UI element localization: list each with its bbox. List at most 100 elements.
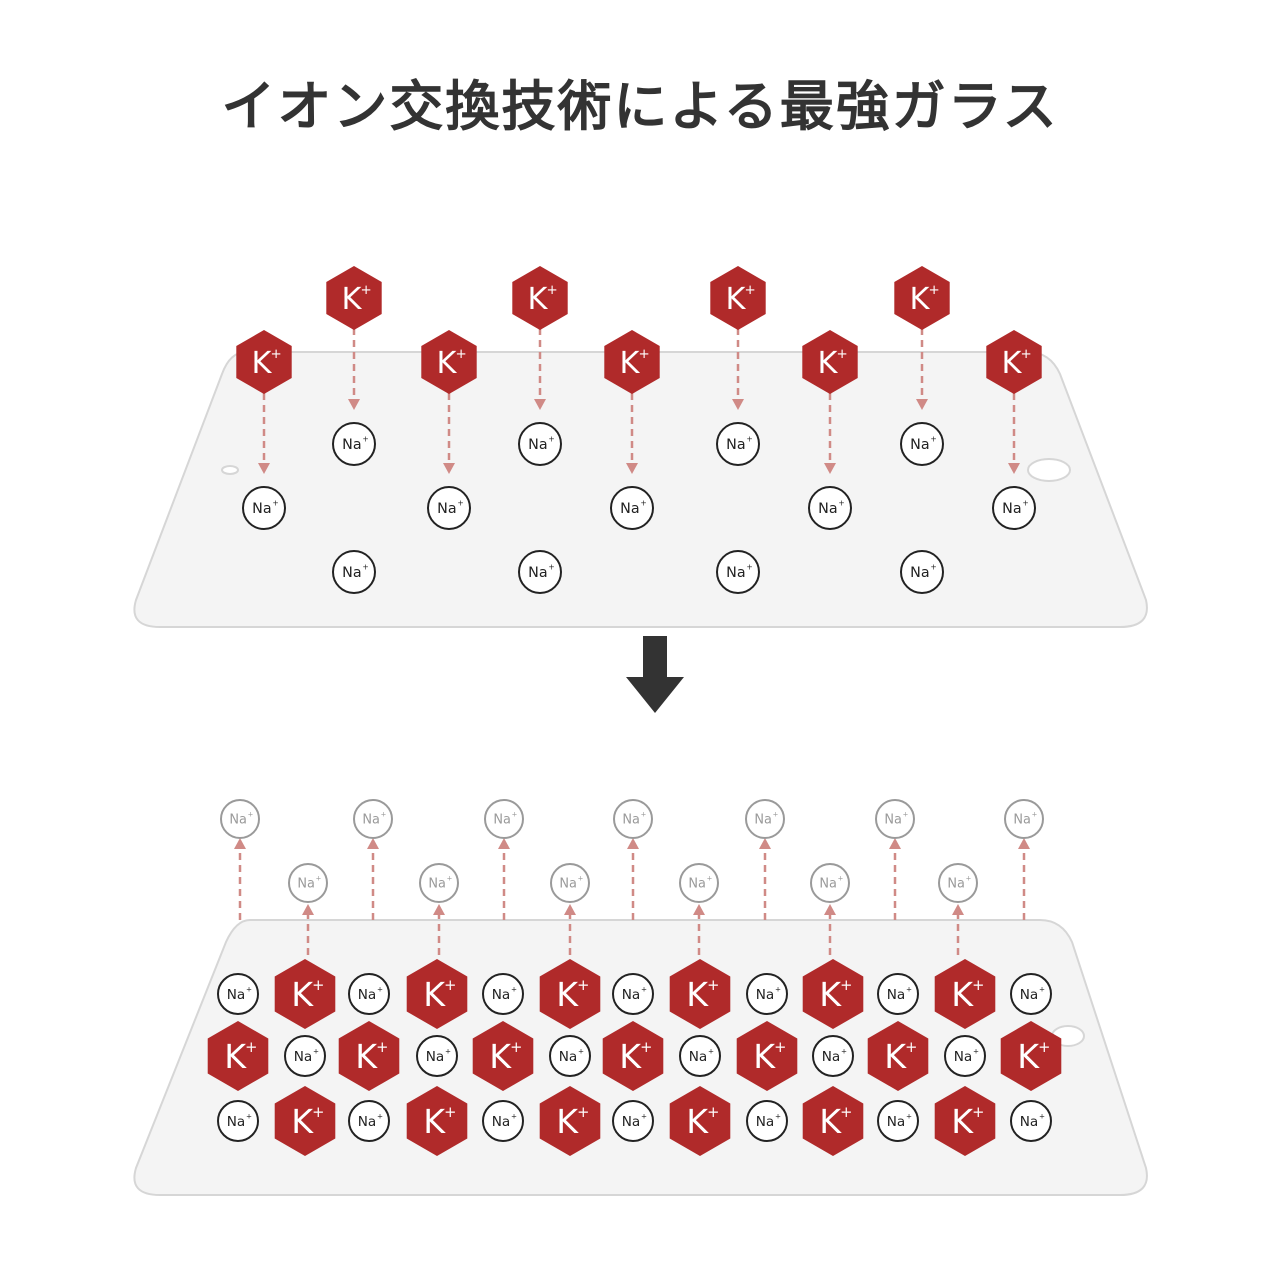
sodium-ion-circle xyxy=(332,550,376,594)
sodium-ion-circle xyxy=(875,799,915,839)
potassium-ion-charge: + xyxy=(840,1104,852,1121)
potassium-ion: K+ xyxy=(421,330,477,394)
sodium-ion-circle xyxy=(900,550,944,594)
potassium-ion-label: K xyxy=(951,975,974,1014)
sodium-ion-charge: + xyxy=(246,985,252,994)
sodium-ion: Na+ xyxy=(1010,973,1052,1015)
sodium-ion: Na+ xyxy=(679,1035,721,1077)
sodium-ion-circle xyxy=(746,1100,788,1142)
released-sodium-ion: Na+ xyxy=(353,799,393,839)
sodium-ion: Na+ xyxy=(217,973,259,1015)
migration-arrow-head xyxy=(916,399,928,410)
migration-arrow-head xyxy=(564,904,576,915)
sodium-ion-charge: + xyxy=(775,1112,781,1121)
sodium-ion: Na+ xyxy=(348,973,390,1015)
sodium-ion: Na+ xyxy=(808,486,852,530)
potassium-ion-hexagon xyxy=(539,959,601,1029)
sodium-ion-circle xyxy=(938,863,978,903)
sodium-ion: Na+ xyxy=(332,550,376,594)
potassium-ion-charge: + xyxy=(577,977,589,994)
potassium-ion-charge: + xyxy=(444,1104,456,1121)
migration-arrow xyxy=(952,904,964,955)
sodium-ion-charge: + xyxy=(377,985,383,994)
released-sodium-ion: Na+ xyxy=(288,863,328,903)
potassium-ion-hexagon xyxy=(736,1021,798,1091)
migration-arrow-head xyxy=(693,904,705,915)
sodium-ion-label: Na xyxy=(342,565,361,581)
sodium-ion: Na+ xyxy=(877,1100,919,1142)
released-sodium-ion: Na+ xyxy=(875,799,915,839)
migration-arrow xyxy=(564,904,576,955)
sodium-ion-label: Na xyxy=(492,1114,511,1130)
sodium-ion-charge: + xyxy=(641,985,647,994)
potassium-ion: K+ xyxy=(669,1086,731,1156)
sodium-ion-charge: + xyxy=(272,498,278,507)
sodium-ion-label: Na xyxy=(910,565,929,581)
released-sodium-ion: Na+ xyxy=(419,863,459,903)
potassium-ion-label: K xyxy=(341,282,362,317)
sodium-ion: Na+ xyxy=(482,973,524,1015)
migration-arrow xyxy=(693,904,705,955)
potassium-ion-hexagon xyxy=(802,959,864,1029)
sodium-ion: Na+ xyxy=(746,1100,788,1142)
migration-arrow-head xyxy=(433,904,445,915)
sodium-ion: Na+ xyxy=(610,486,654,530)
before-exchange-panel: Na+Na+Na+Na+Na+Na+Na+Na+Na+Na+Na+Na+Na+K… xyxy=(133,266,1148,628)
potassium-ion-charge: + xyxy=(774,1039,786,1056)
potassium-ion-charge: + xyxy=(547,283,558,298)
sodium-ion-charge: + xyxy=(316,875,322,883)
potassium-ion-charge: + xyxy=(312,1104,324,1121)
released-sodium-ion: Na+ xyxy=(1004,799,1044,839)
potassium-ion-label: K xyxy=(251,346,272,381)
sodium-ion-charge: + xyxy=(457,498,463,507)
potassium-ion-label: K xyxy=(619,1037,642,1076)
sodium-ion-charge: + xyxy=(906,985,912,994)
sodium-ion-charge: + xyxy=(246,1112,252,1121)
sodium-ion: Na+ xyxy=(427,486,471,530)
sodium-ion-circle xyxy=(716,550,760,594)
sodium-ion-charge: + xyxy=(906,1112,912,1121)
potassium-ion-charge: + xyxy=(361,283,372,298)
sodium-ion-circle xyxy=(716,422,760,466)
transition-arrow xyxy=(626,636,684,713)
potassium-ion-label: K xyxy=(423,975,446,1014)
potassium-ion: K+ xyxy=(236,330,292,394)
sodium-ion: Na+ xyxy=(716,422,760,466)
migration-arrow-head xyxy=(443,463,455,474)
sodium-ion-circle xyxy=(419,863,459,903)
migration-arrow-head xyxy=(824,904,836,915)
migration-arrow-head xyxy=(1008,463,1020,474)
sodium-ion-circle xyxy=(1010,973,1052,1015)
sodium-ion: Na+ xyxy=(944,1035,986,1077)
potassium-ion-charge: + xyxy=(376,1039,388,1056)
sodium-ion-charge: + xyxy=(930,562,936,571)
sodium-ion-circle xyxy=(745,799,785,839)
potassium-ion: K+ xyxy=(602,1021,664,1091)
sodium-ion-label: Na xyxy=(297,877,315,892)
sodium-ion-charge: + xyxy=(578,875,584,883)
potassium-ion: K+ xyxy=(802,330,858,394)
sodium-ion: Na+ xyxy=(900,550,944,594)
released-sodium-ion: Na+ xyxy=(220,799,260,839)
sodium-ion-charge: + xyxy=(1022,498,1028,507)
sodium-ion-label: Na xyxy=(342,437,361,453)
potassium-ion: K+ xyxy=(539,959,601,1029)
sodium-ion-label: Na xyxy=(492,987,511,1003)
sodium-ion-label: Na xyxy=(756,1114,775,1130)
sodium-ion-label: Na xyxy=(428,877,446,892)
potassium-ion-label: K xyxy=(819,975,842,1014)
potassium-ion-label: K xyxy=(817,346,838,381)
sodium-ion-charge: + xyxy=(1039,985,1045,994)
potassium-ion: K+ xyxy=(802,959,864,1029)
potassium-ion-charge: + xyxy=(972,977,984,994)
sodium-ion-charge: + xyxy=(1039,1112,1045,1121)
sodium-ion-label: Na xyxy=(426,1049,445,1065)
sodium-ion: Na+ xyxy=(242,486,286,530)
potassium-ion: K+ xyxy=(539,1086,601,1156)
potassium-ion-label: K xyxy=(686,975,709,1014)
sodium-ion-label: Na xyxy=(887,987,906,1003)
potassium-ion-label: K xyxy=(291,975,314,1014)
migration-arrow-head xyxy=(234,838,246,849)
potassium-ion-charge: + xyxy=(972,1104,984,1121)
potassium-ion-charge: + xyxy=(245,1039,257,1056)
